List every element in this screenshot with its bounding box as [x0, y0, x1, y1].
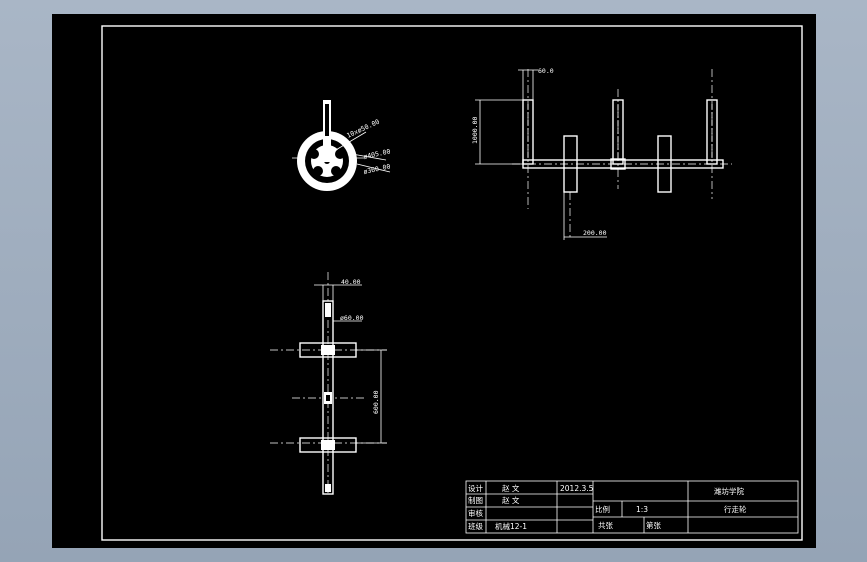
title-block: 设计 赵 文 2012.3.5 制图 赵 文 审核 班级 机械12-1 潍坊学院… — [465, 480, 799, 534]
wheel-bottom — [299, 437, 357, 453]
tb-class-value: 机械12-1 — [495, 521, 527, 531]
tb-scale-label: 比例 — [595, 504, 610, 514]
leg-right — [706, 99, 718, 165]
tb-design-date: 2012.3.5 — [560, 484, 594, 493]
dim-span-label: 600.00 — [372, 390, 380, 414]
tb-draw-label: 制图 — [468, 495, 483, 505]
leg-left — [522, 99, 534, 165]
tb-part-name: 行走轮 — [724, 504, 747, 514]
wheel-left — [563, 135, 578, 193]
dim-width-label: 60.0 — [538, 67, 554, 75]
dim-height-label: 1000.00 — [471, 117, 479, 144]
dim-outer-label: ø405.00 — [363, 147, 392, 161]
leg-middle — [612, 99, 624, 165]
tb-school: 潍坊学院 — [714, 486, 744, 496]
tb-draw-name: 赵 文 — [502, 495, 520, 505]
dim-spoke-label: 10xø50.00 — [345, 118, 380, 140]
tb-design-name: 赵 文 — [502, 483, 520, 493]
tb-check-label: 审核 — [468, 508, 483, 518]
shaft-side — [322, 300, 334, 495]
tb-scale-value: 1:3 — [636, 505, 648, 514]
tb-sheet-no: 第张 — [646, 520, 661, 530]
wheel-right — [657, 135, 672, 193]
cad-drawing: 10xø50.00 ø405.00 ø360.00 60.0 1000.00 — [101, 25, 803, 541]
top-view: 10xø50.00 ø405.00 ø360.00 — [292, 100, 391, 191]
dim-shaft-label: ø60.00 — [340, 314, 364, 322]
dim-top-label: 40.00 — [341, 278, 361, 286]
tb-design-label: 设计 — [468, 483, 483, 493]
drawing-border — [101, 25, 803, 541]
drawing-sheet: 10xø50.00 ø405.00 ø360.00 60.0 1000.00 — [52, 14, 816, 548]
tb-class-label: 班级 — [468, 521, 483, 531]
dim-inner-label: ø360.00 — [363, 162, 392, 176]
tb-sheets-total: 共张 — [598, 521, 613, 530]
side-view: 40.00 ø60.00 600.00 — [270, 272, 387, 496]
dim-offset-label: 200.00 — [583, 229, 607, 237]
front-view: 60.0 1000.00 200.00 — [471, 67, 732, 240]
